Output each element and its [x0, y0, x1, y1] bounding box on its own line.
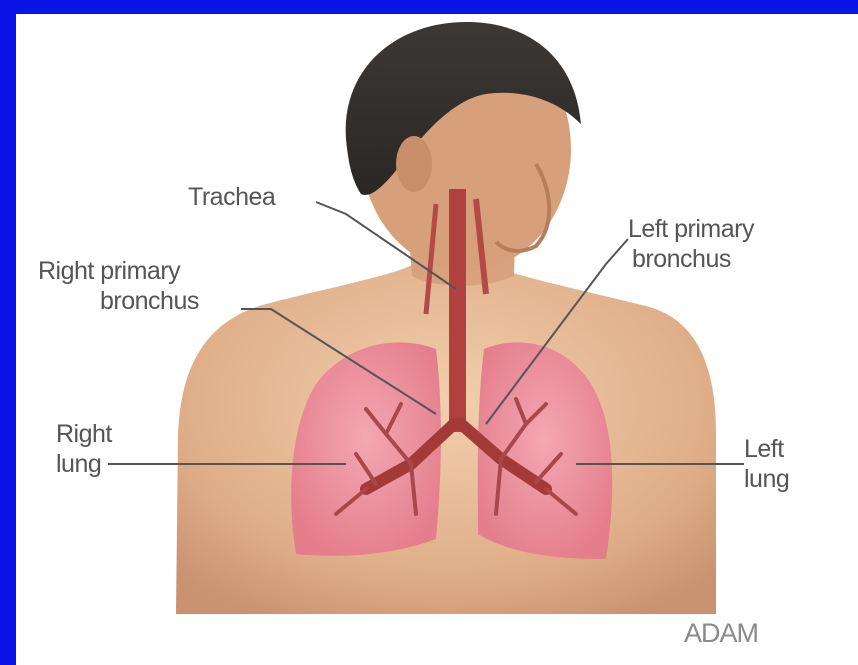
adam-watermark: ADAM [684, 618, 758, 649]
label-trachea: Trachea [188, 182, 275, 212]
anatomy-illustration [16, 14, 858, 665]
label-right-lung-line2: lung [56, 449, 112, 479]
label-right-primary-bronchus-line1: Right primary [38, 256, 199, 286]
label-left-lung-line2: lung [744, 464, 789, 494]
label-right-lung: Right lung [56, 419, 112, 479]
trachea-shape [449, 189, 466, 432]
label-right-primary-bronchus: Right primary bronchus [38, 256, 199, 316]
illustration-frame: Trachea Right primary bronchus Left prim… [16, 14, 858, 665]
label-left-primary-bronchus-line2: bronchus [628, 244, 754, 274]
ear [396, 136, 432, 192]
label-left-primary-bronchus: Left primary bronchus [628, 214, 754, 274]
label-left-lung: Left lung [744, 434, 789, 494]
label-left-primary-bronchus-line1: Left primary [628, 214, 754, 244]
label-right-lung-line1: Right [56, 419, 112, 449]
label-right-primary-bronchus-line2: bronchus [38, 286, 199, 316]
label-left-lung-line1: Left [744, 434, 789, 464]
